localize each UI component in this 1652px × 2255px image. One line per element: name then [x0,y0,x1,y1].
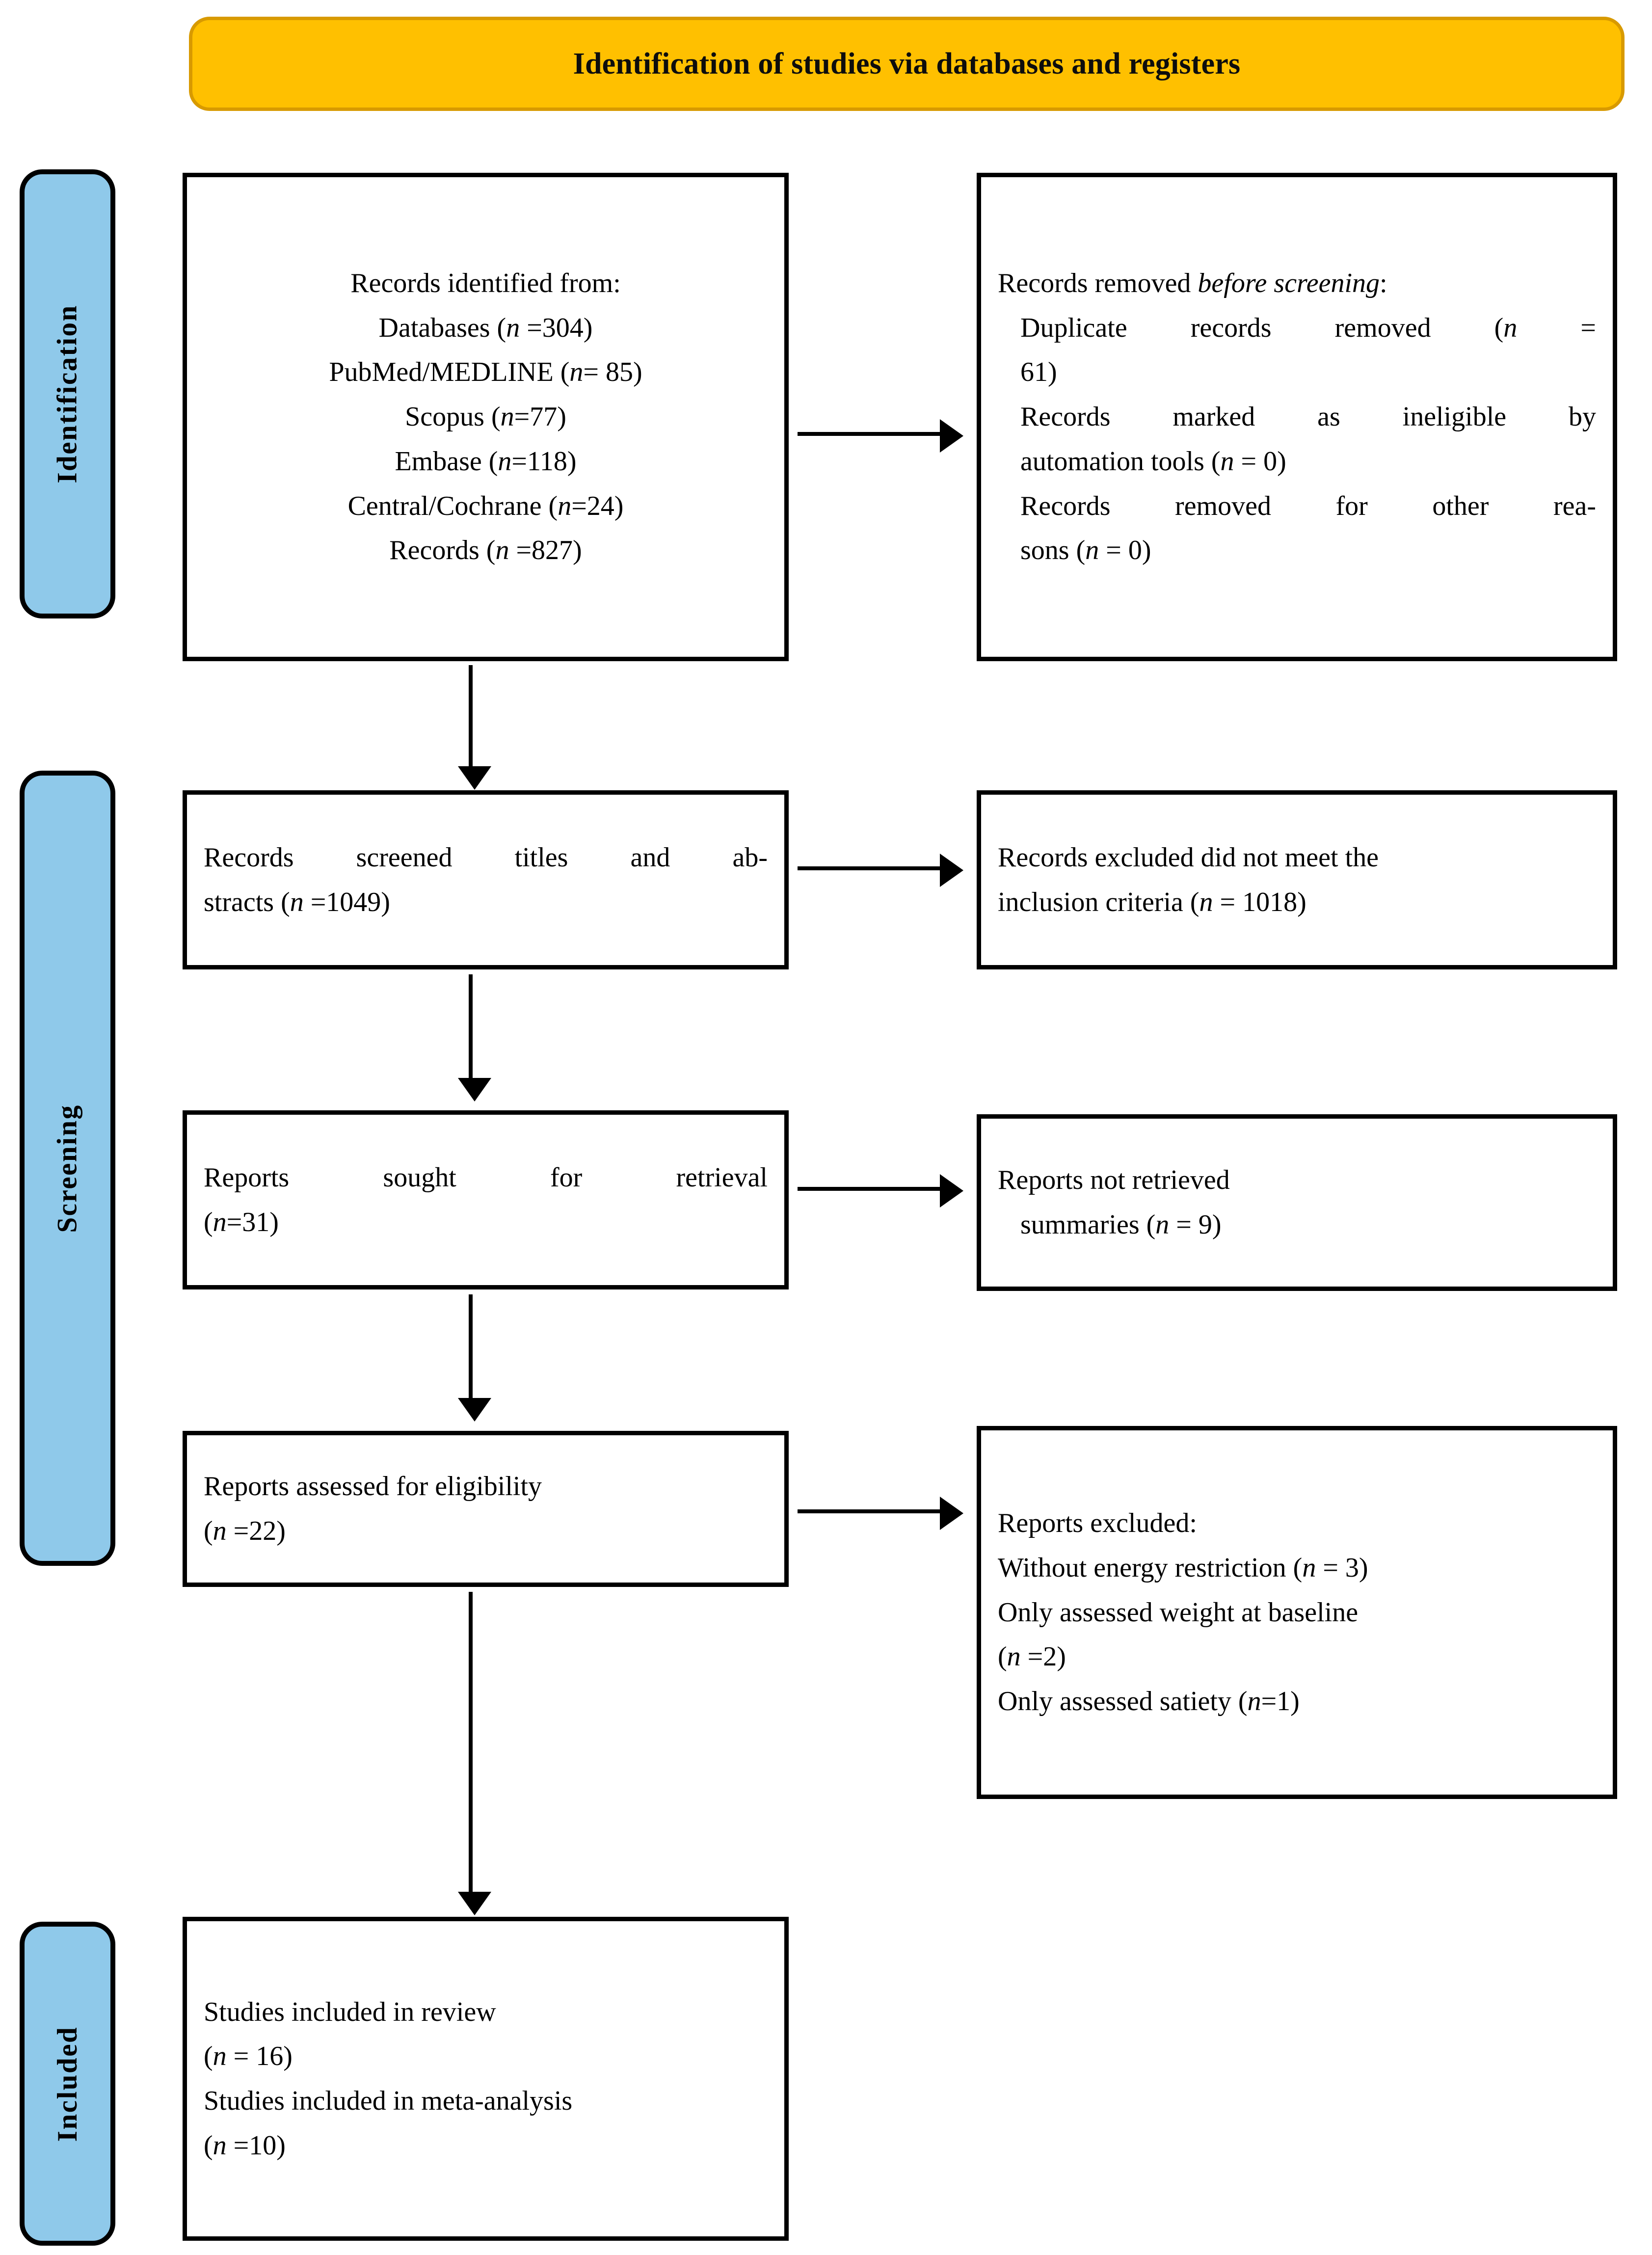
arrow-screened-to-sought [458,974,491,1101]
records-identified-line-6: Records (n =827) [389,535,582,566]
records-removed-box: Records removed before screening: Duplic… [977,173,1617,661]
records-screened-box: Records screened titles and ab- stracts … [183,790,789,969]
records-excluded-box: Records excluded did not meet the inclus… [977,790,1617,969]
records-removed-line-0: Duplicate records removed (n = [1020,312,1596,343]
arrow-sought-to-not-retrieved [798,1174,963,1208]
records-identified-line-2: PubMed/MEDLINE (n= 85) [329,357,642,388]
arrow-assessed-to-reports-excluded [798,1497,963,1530]
studies-included-box: Studies included in review (n = 16) Stud… [183,1917,789,2241]
reports-sought-box: Reports sought for retrieval (n=31) [183,1110,789,1289]
reports-sought-line-1: (n=31) [204,1207,279,1237]
studies-included-line-2: Studies included in meta-analysis [204,2086,573,2116]
arrow-identified-to-removed [798,419,963,453]
records-screened-line-1: stracts (n =1049) [204,886,390,917]
records-excluded-line-1: inclusion criteria (n = 1018) [998,886,1306,917]
reports-excluded-line-1: Without energy restriction (n = 3) [998,1552,1368,1583]
arrow-screened-to-excluded [798,854,963,887]
records-identified-box: Records identified from: Databases (n =3… [183,173,789,661]
stage-bar-screening: Screening [20,771,115,1566]
reports-excluded-line-0: Reports excluded: [998,1508,1197,1539]
records-identified-line-4: Embase (n=118) [395,446,577,477]
diagram-header-banner: Identification of studies via databases … [189,17,1625,111]
records-removed-line-1: 61) [1020,357,1057,388]
page-title: Identification of studies via databases … [573,47,1241,81]
records-identified-line-3: Scopus (n=77) [405,402,566,432]
arrow-assessed-to-included [458,1592,491,1915]
reports-assessed-line-0: Reports assessed for eligibility [204,1471,542,1502]
stage-bar-identification: Identification [20,169,115,618]
reports-not-retrieved-line-1: summaries (n = 9) [1020,1209,1222,1240]
reports-sought-line-0: Reports sought for retrieval [204,1162,768,1193]
stage-label-screening: Screening [52,1103,83,1233]
stage-label-identification: Identification [52,304,83,483]
records-removed-line-5: sons (n = 0) [1020,535,1151,566]
records-removed-line-4: Records removed for other rea- [1020,490,1596,521]
reports-assessed-line-1: (n =22) [204,1516,286,1546]
reports-excluded-line-2: Only assessed weight at baseline [998,1597,1359,1628]
records-removed-line-2: Records marked as ineligible by [1020,402,1596,432]
records-removed-heading: Records removed before screening: [998,268,1387,298]
records-screened-line-0: Records screened titles and ab- [204,842,768,873]
arrow-sought-to-assessed [458,1294,491,1422]
reports-excluded-box: Reports excluded: Without energy restric… [977,1426,1617,1799]
records-excluded-line-0: Records excluded did not meet the [998,842,1379,873]
reports-assessed-box: Reports assessed for eligibility (n =22) [183,1431,789,1587]
records-identified-line-1: Databases (n =304) [378,312,593,343]
stage-label-included: Included [52,2026,83,2142]
records-identified-line-0: Records identified from: [350,268,621,298]
records-removed-line-3: automation tools (n = 0) [1020,446,1286,477]
studies-included-line-3: (n =10) [204,2130,286,2161]
records-identified-line-5: Central/Cochrane (n=24) [347,490,624,521]
arrow-identified-to-screened [458,665,491,790]
reports-not-retrieved-line-0: Reports not retrieved [998,1165,1230,1196]
reports-excluded-line-3: (n =2) [998,1641,1066,1672]
studies-included-line-0: Studies included in review [204,1996,496,2027]
stage-bar-included: Included [20,1922,115,2246]
studies-included-line-1: (n = 16) [204,2041,293,2072]
reports-not-retrieved-box: Reports not retrieved summaries (n = 9) [977,1114,1617,1291]
reports-excluded-line-4: Only assessed satiety (n=1) [998,1686,1300,1717]
